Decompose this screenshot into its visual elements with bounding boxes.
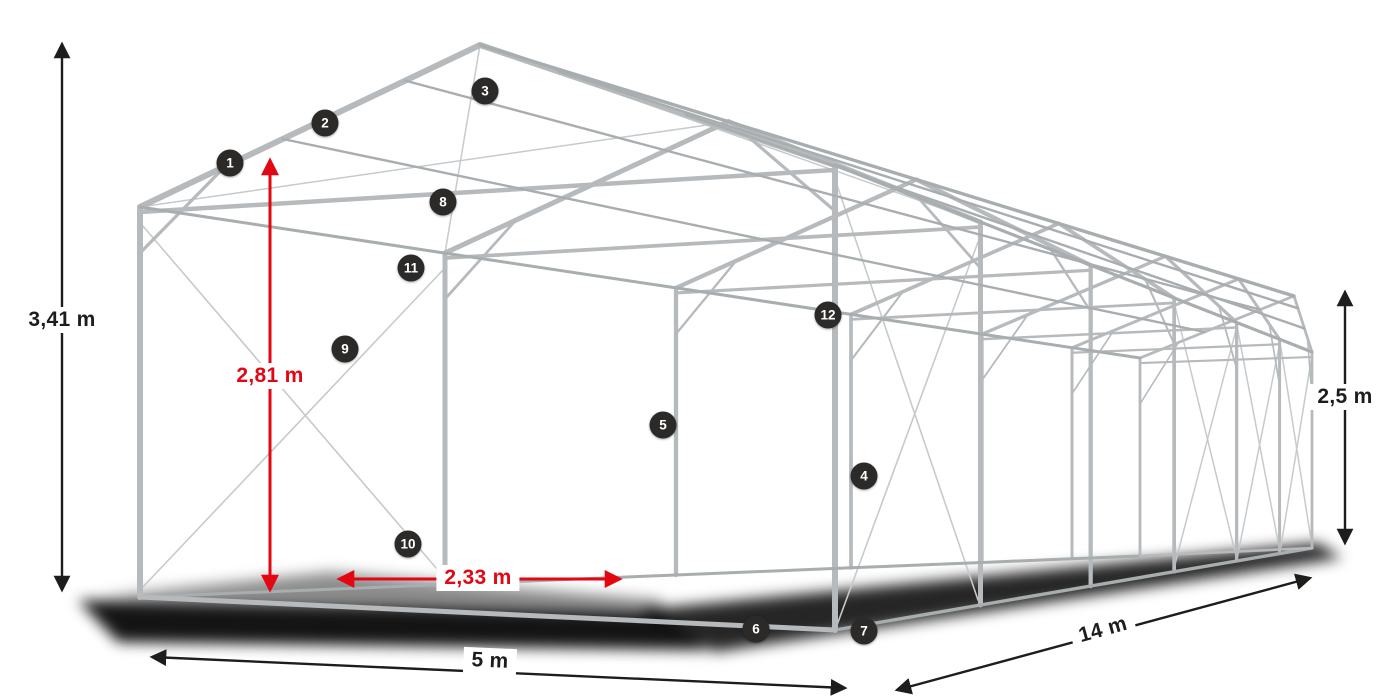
frame-member (478, 43, 1296, 298)
inner-height-label: 2,81 m (228, 363, 312, 389)
frame-member (1292, 294, 1314, 354)
frame-member (1138, 355, 1314, 365)
callout-4: 4 (850, 462, 878, 490)
bay-spacing-label: 2,33 m (436, 565, 520, 591)
frame-member (849, 290, 904, 362)
frame-member (674, 268, 1093, 295)
callout-1: 1 (216, 149, 244, 177)
width-label: 5 m (462, 646, 518, 676)
frame-member (849, 301, 1176, 321)
callout-7: 7 (850, 617, 878, 645)
callout-12: 12 (814, 301, 842, 329)
frame-member (836, 184, 979, 601)
frame-member (684, 113, 1306, 330)
frame-member (673, 177, 919, 291)
frame-member (1173, 325, 1238, 569)
frame-member (404, 79, 1262, 311)
frame-member (1070, 277, 1241, 350)
frame-member (744, 133, 837, 213)
total-height-label: 3,41 m (20, 307, 104, 333)
frame-member (1163, 254, 1239, 325)
frame-member (137, 594, 838, 633)
frame-member (138, 164, 227, 255)
frame-member (981, 313, 1029, 382)
frame-member (1173, 301, 1238, 561)
frame-member (833, 163, 1314, 354)
frame-member (556, 70, 1300, 310)
frame-member (141, 269, 444, 589)
callout-6: 6 (742, 615, 770, 643)
callout-8: 8 (429, 188, 457, 216)
callout-11: 11 (397, 254, 425, 282)
frame-member (1138, 546, 1314, 558)
steel-structure (137, 42, 1314, 633)
ground-shadow (78, 543, 1342, 652)
frame-member (1056, 221, 1177, 300)
callout-5: 5 (649, 411, 677, 439)
callout-3: 3 (471, 77, 499, 105)
frame-member (1138, 294, 1296, 360)
frame-member (914, 177, 1093, 268)
frame-member (281, 137, 1206, 334)
frame-member (1236, 325, 1281, 553)
frame-member (139, 121, 729, 208)
frame-member (442, 119, 731, 256)
frame-member (1071, 329, 1115, 395)
frame-member (138, 205, 1142, 360)
frame-member (137, 42, 483, 210)
frame-member (137, 167, 838, 215)
frame-member (141, 224, 444, 577)
frame-member (836, 241, 979, 626)
callout-2: 2 (311, 109, 339, 137)
frame-member (1279, 341, 1313, 547)
frame-member (444, 44, 481, 254)
frame-member (1279, 354, 1313, 553)
side-height-label: 2,5 m (1309, 384, 1381, 410)
frame-member (916, 195, 982, 270)
frame-member (1236, 341, 1281, 560)
frame-member (674, 259, 738, 336)
callout-9: 9 (331, 335, 359, 363)
frame-member (443, 225, 983, 260)
frame-member (980, 254, 1168, 336)
callout-10: 10 (394, 530, 422, 558)
frame-member (1139, 341, 1180, 405)
